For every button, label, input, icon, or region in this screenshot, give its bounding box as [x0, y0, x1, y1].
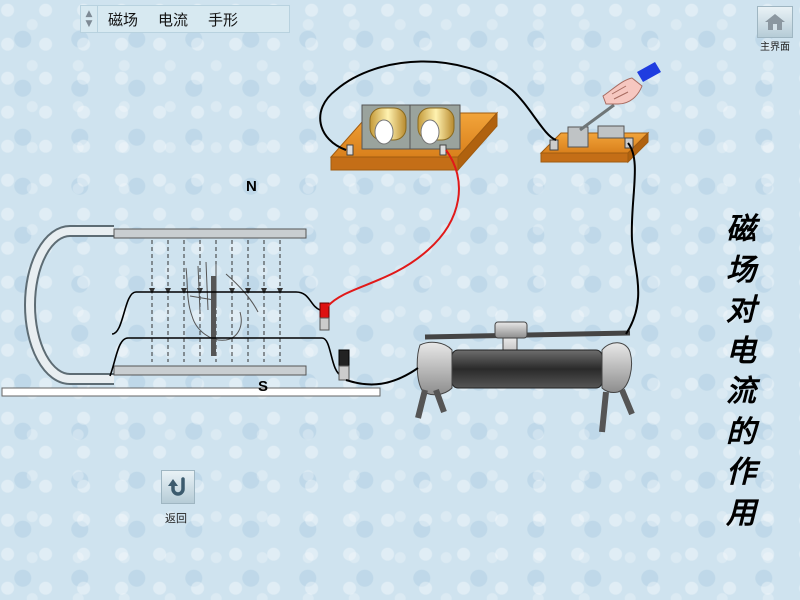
- menu-item-hand-rule[interactable]: 手形: [208, 10, 239, 29]
- menu-item-current[interactable]: 电流: [158, 10, 189, 29]
- red-terminal: [319, 302, 330, 331]
- up-arrow-icon[interactable]: ▲: [85, 9, 93, 19]
- vertical-title: 磁 场 对 电 流 的 作 用: [718, 210, 764, 534]
- rails-and-rod: [109, 276, 343, 377]
- field-arrow-heads: [149, 288, 283, 294]
- south-pole-label: S: [258, 378, 268, 395]
- battery-box: [329, 104, 499, 172]
- wire-battery-to-switch: [319, 60, 557, 151]
- home-label: 主界面: [760, 42, 790, 53]
- wire-switch-to-rheostat: [625, 142, 640, 335]
- title-char: 电: [726, 333, 756, 369]
- u-magnet: [24, 225, 307, 385]
- title-char: 的: [726, 414, 756, 450]
- home-button[interactable]: [757, 6, 793, 38]
- wires: [319, 60, 640, 386]
- title-char: 作: [726, 455, 756, 490]
- title-char: 场: [726, 252, 756, 288]
- back-label: 返回: [165, 512, 187, 525]
- black-terminal: [338, 349, 350, 381]
- wire-battery-to-red-terminal: [327, 149, 460, 307]
- return-arrow-icon: [168, 477, 185, 496]
- menu-item-magnetic-field[interactable]: 磁场: [108, 10, 139, 29]
- wire-black-terminal-to-rheostat: [345, 367, 419, 386]
- title-char: 用: [726, 495, 756, 531]
- title-char: 磁: [726, 212, 756, 247]
- knife-switch: [539, 103, 650, 164]
- menu-scroll-arrows[interactable]: ▲ ▼: [81, 6, 98, 32]
- home-icon: [765, 14, 785, 30]
- base-bar: [1, 387, 381, 397]
- hand-icon: [602, 62, 661, 105]
- back-button[interactable]: [161, 470, 195, 504]
- north-pole-label: N: [246, 178, 257, 195]
- title-char: 流: [726, 374, 756, 409]
- right-hand-sketch: [185, 261, 259, 341]
- rheostat: [415, 321, 635, 433]
- title-char: 对: [726, 293, 756, 328]
- top-menu: ▲ ▼ 磁场 电流 手形: [80, 5, 290, 33]
- down-arrow-icon[interactable]: ▼: [85, 19, 93, 29]
